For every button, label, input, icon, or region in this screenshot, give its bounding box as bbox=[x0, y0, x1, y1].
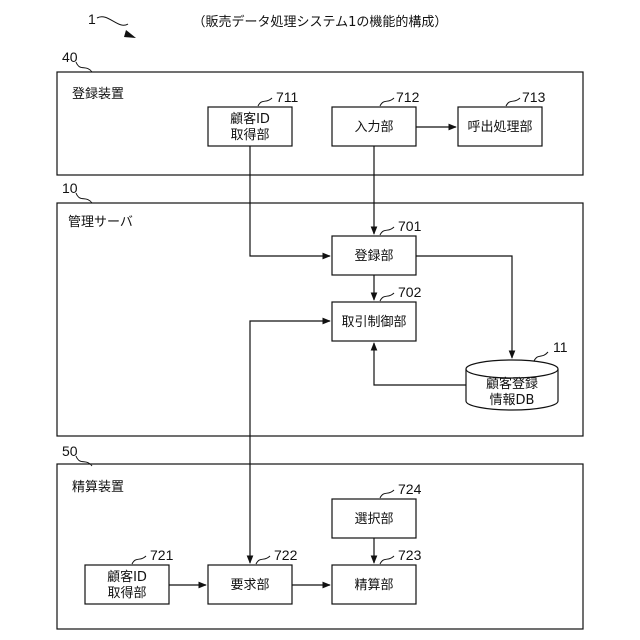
unit-712-input: 入力部 712 bbox=[332, 89, 420, 146]
svg-text:顧客ID: 顧客ID bbox=[107, 569, 147, 585]
unit-722-request: 要求部 722 bbox=[208, 547, 298, 604]
unit-ref: 723 bbox=[398, 547, 422, 563]
figure-caption: （販売データ処理システム1の機能的構成） bbox=[193, 14, 448, 30]
ref-leader bbox=[380, 293, 394, 301]
unit-ref: 713 bbox=[522, 89, 546, 105]
unit-701-registration: 登録部 701 bbox=[332, 218, 422, 275]
system-ref-leader bbox=[97, 17, 128, 25]
unit-723-settlement: 精算部 723 bbox=[332, 547, 422, 604]
unit-702-transaction-control: 取引制御部 702 bbox=[332, 284, 422, 341]
section-ref: 10 bbox=[62, 180, 78, 196]
section-title: 精算装置 bbox=[72, 480, 124, 495]
svg-text:取引制御部: 取引制御部 bbox=[341, 315, 406, 330]
section-title: 登録装置 bbox=[72, 87, 124, 102]
unit-711-customer-id-acquisition: 顧客ID 取得部 711 bbox=[208, 89, 299, 146]
ref-leader bbox=[380, 98, 394, 106]
svg-text:入力部: 入力部 bbox=[354, 120, 393, 135]
arrow-id-acquisition-to-registration bbox=[250, 146, 330, 256]
svg-text:精算部: 精算部 bbox=[354, 578, 393, 593]
unit-ref: 721 bbox=[150, 547, 174, 563]
svg-text:顧客ID: 顧客ID bbox=[230, 111, 270, 127]
unit-ref: 722 bbox=[274, 547, 298, 563]
unit-ref: 11 bbox=[553, 339, 568, 355]
database-11-customer-registration-info: 顧客登録 情報DB 11 bbox=[466, 339, 568, 410]
ref-leader bbox=[76, 62, 92, 72]
svg-text:登録部: 登録部 bbox=[354, 249, 393, 264]
svg-text:顧客登録: 顧客登録 bbox=[486, 376, 538, 392]
unit-ref: 724 bbox=[398, 481, 422, 497]
svg-text:要求部: 要求部 bbox=[230, 578, 269, 593]
arrow-db-to-transaction-control bbox=[374, 343, 466, 385]
unit-ref: 711 bbox=[276, 89, 299, 105]
ref-leader bbox=[380, 227, 394, 235]
ref-leader bbox=[506, 98, 520, 106]
ref-leader bbox=[132, 556, 146, 564]
svg-text:情報DB: 情報DB bbox=[490, 393, 535, 408]
ref-leader bbox=[256, 556, 270, 564]
ref-leader bbox=[76, 193, 92, 203]
unit-ref: 702 bbox=[398, 284, 422, 300]
section-ref: 50 bbox=[62, 443, 78, 459]
ref-leader bbox=[534, 352, 548, 361]
ref-leader bbox=[380, 556, 394, 564]
svg-text:取得部: 取得部 bbox=[230, 127, 269, 143]
unit-713-call-processing: 呼出処理部 713 bbox=[458, 89, 546, 146]
unit-721-customer-id-acquisition: 顧客ID 取得部 721 bbox=[85, 547, 174, 604]
ref-leader bbox=[258, 98, 272, 106]
section-ref: 40 bbox=[62, 49, 78, 65]
svg-text:呼出処理部: 呼出処理部 bbox=[467, 120, 532, 135]
unit-ref: 712 bbox=[396, 89, 420, 105]
arrow-registration-to-db bbox=[416, 256, 512, 358]
unit-ref: 701 bbox=[398, 218, 422, 234]
system-ref: 1 bbox=[88, 11, 96, 27]
svg-text:取得部: 取得部 bbox=[107, 585, 146, 601]
svg-text:選択部: 選択部 bbox=[354, 512, 393, 527]
arrow-request-transaction-control-bidirectional bbox=[250, 321, 330, 563]
ref-leader bbox=[380, 490, 394, 498]
system-ref-arrowhead bbox=[124, 30, 136, 38]
unit-724-selection: 選択部 724 bbox=[332, 481, 422, 538]
section-title: 管理サーバ bbox=[68, 215, 133, 230]
